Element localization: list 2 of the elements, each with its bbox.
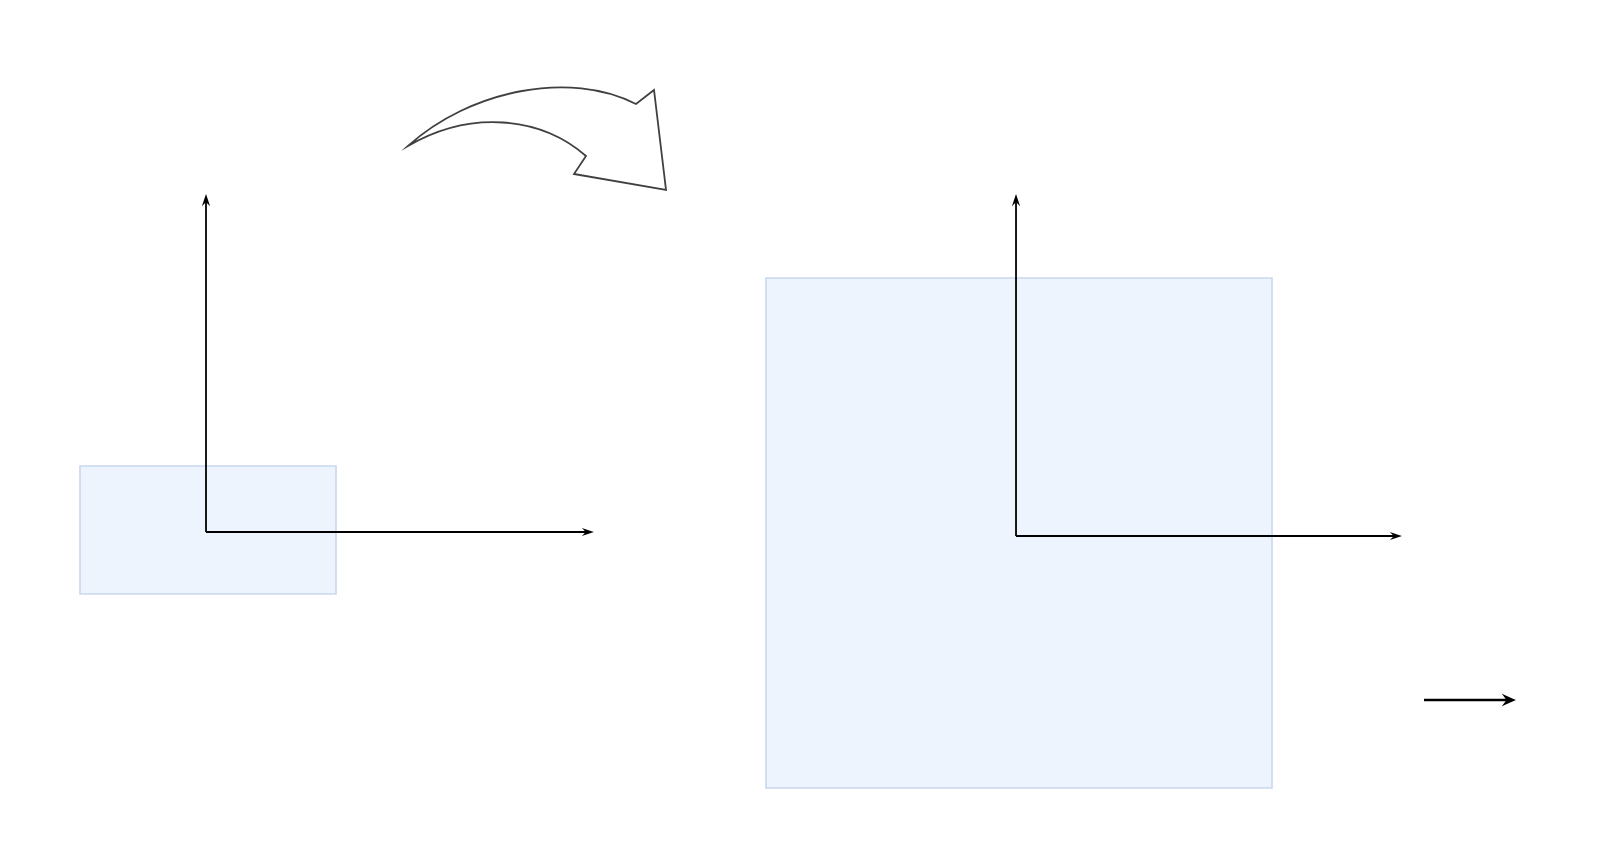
shaded-square [765, 277, 1273, 789]
shaded-square [79, 465, 337, 595]
